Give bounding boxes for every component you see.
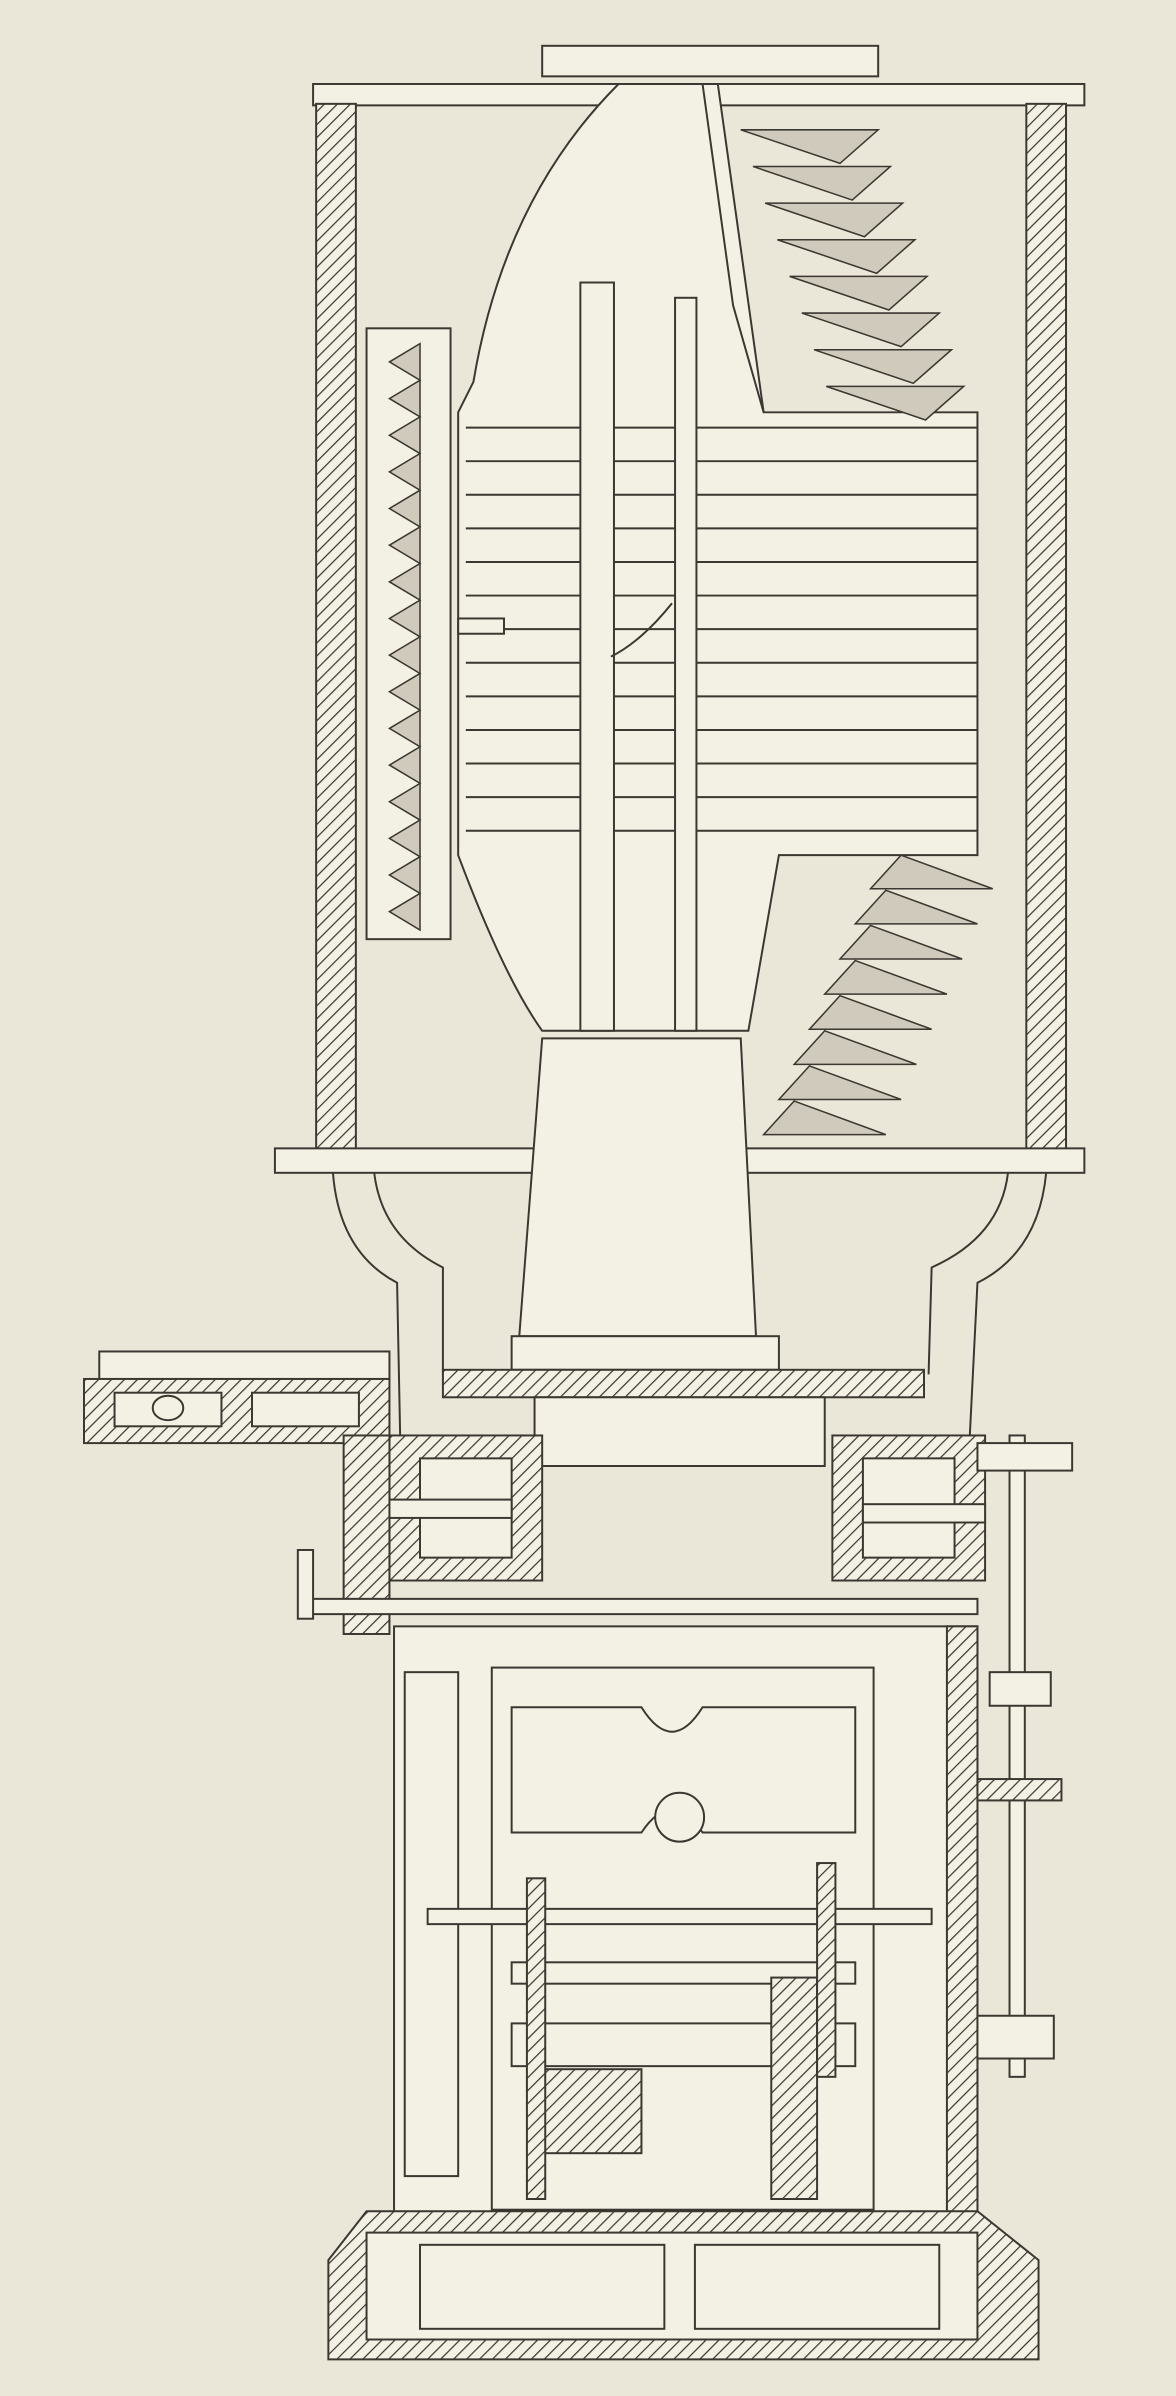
governor-ball [654,1791,706,1843]
lower-prism [792,1029,917,1066]
right-support-leg [927,1172,1048,1436]
lens-frame-strut [701,83,765,413]
lower-prism [777,1065,902,1101]
rotating-table [441,1368,925,1399]
left-support-leg [331,1172,444,1436]
burner-tube [610,602,673,658]
top-cap [541,44,880,78]
side-arm [83,1350,391,1445]
base-plinth [327,2210,1040,2361]
upper-prism [764,202,905,238]
main-gear [770,1976,819,2200]
mercury-float-housing [342,1434,987,1635]
right-wall [1025,102,1068,1156]
upper-prism [740,129,881,165]
bevel-gear [976,1778,1063,1802]
lower-prism [853,889,978,925]
left-wall [315,102,357,1156]
reflector-prisms [387,342,422,932]
lower-prism [761,1100,887,1136]
upper-prism [789,275,930,311]
upper-prisms [740,129,966,421]
lamp-rod-left [579,281,615,1032]
lower-prism [807,994,932,1031]
right-screw [861,1503,987,1524]
pedestal [331,1037,1048,1467]
vertical-drive-shaft [976,1434,1074,2078]
lower-prism [838,924,963,960]
control-lever [296,1549,979,1620]
left-gear [525,1877,547,2200]
lever-handle [296,1549,315,1620]
upper-prism [777,238,917,275]
drum-rings [465,426,978,832]
lens-assembly [457,82,993,1136]
upper-prism [813,348,954,385]
lower-prism [823,959,948,995]
drive-shaft [426,1907,933,1926]
left-reflector-panel [365,327,505,941]
lamp-rod-right [674,296,698,1032]
panel-bracket [457,617,505,635]
clockwork-cabinet [393,1625,979,2223]
lower-prism [868,854,993,890]
governor-fan [510,1706,857,1834]
lower-prisms [761,854,993,1136]
right-gear [816,1862,837,2078]
upper-prism [826,385,966,421]
arm-bearing [151,1394,185,1422]
lamp-base-cone [518,1037,758,1338]
upper-prism [801,312,942,348]
winding-drum [533,2068,643,2155]
left-screw [380,1498,513,1519]
upper-prism [752,165,893,201]
cabinet-right-wall [945,1625,979,2223]
